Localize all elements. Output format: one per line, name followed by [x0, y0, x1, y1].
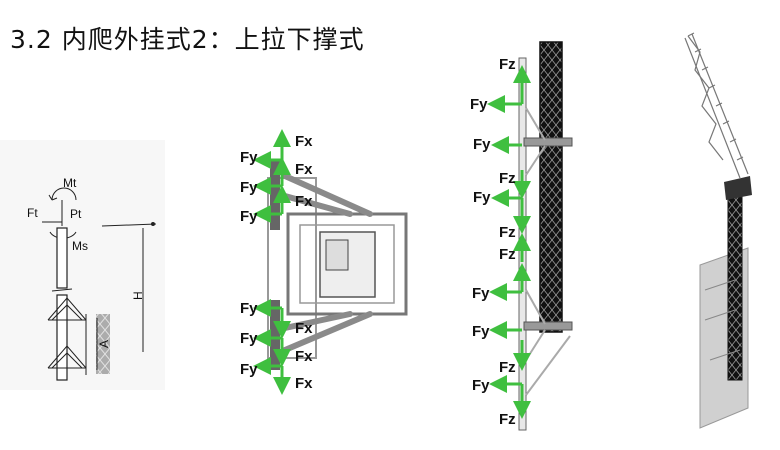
dim-h-top: [101, 223, 157, 227]
upper-anchor-plate: [270, 160, 280, 230]
label-fy-3: Fy: [240, 208, 258, 225]
wall-hatch: [96, 314, 110, 374]
crane-ties: [704, 279, 741, 361]
label-fx-3: Fx: [295, 193, 313, 210]
label-fx-1: Fx: [295, 133, 313, 150]
label-mt: Mt: [63, 176, 77, 190]
dim-h-point: [151, 222, 155, 226]
middle-plan: Fx Fy Fx Fy Fx Fy Fy Fx Fy Fx Fy Fx: [240, 129, 408, 395]
label-fy-8: Fy: [473, 136, 491, 153]
tower-core-detail: [325, 239, 349, 271]
label-fz-2: Fz: [499, 170, 516, 187]
elevation-view: Fz Fy Fy Fz Fy Fz Fz Fy Fy Fz Fy Fz: [470, 41, 573, 431]
lower-force-arrows: [253, 299, 291, 395]
schematic-background: [0, 140, 165, 390]
label-fy-10: Fy: [472, 285, 490, 302]
label-fx-6: Fx: [295, 375, 313, 392]
label-fy-11: Fy: [472, 323, 490, 340]
label-fz-6: Fz: [499, 411, 516, 428]
label-fy-9: Fy: [473, 189, 491, 206]
crane-turntable: [724, 176, 752, 200]
label-fx-5: Fx: [295, 348, 313, 365]
upper-braces: [282, 173, 373, 217]
label-fz-4: Fz: [499, 246, 516, 263]
label-a: A: [97, 340, 111, 348]
label-fx-4: Fx: [295, 320, 313, 337]
left-schematic: Mt Ft Pt Ms A H: [0, 140, 165, 390]
label-h: H: [131, 291, 145, 300]
page-title: 3.2 内爬外挂式2：上拉下撑式: [10, 25, 365, 54]
mast-lower: [56, 294, 68, 381]
label-fz-5: Fz: [499, 359, 516, 376]
lower-beam: [523, 321, 573, 331]
label-fy-1: Fy: [240, 149, 258, 166]
tower-mast: [539, 41, 563, 333]
label-pt: Pt: [70, 207, 82, 221]
mast-upper: [56, 227, 68, 289]
label-fx-2: Fx: [295, 161, 313, 178]
label-fy-7: Fy: [470, 96, 488, 113]
break-line: [51, 288, 73, 292]
label-fz-3: Fz: [499, 224, 516, 241]
label-fy-12: Fy: [472, 377, 490, 394]
lower-anchor-plate: [270, 300, 280, 370]
label-fz-1: Fz: [499, 56, 516, 73]
label-fy-6: Fy: [240, 361, 258, 378]
upper-force-arrows: [253, 129, 291, 223]
tower-inner: [299, 224, 395, 304]
label-fy-5: Fy: [240, 330, 258, 347]
moment-arc: [51, 187, 77, 201]
upper-beam: [523, 137, 573, 147]
label-ms: Ms: [72, 239, 88, 253]
crane-jib: [684, 32, 749, 179]
collar-frames: [47, 297, 87, 375]
moment-arrowhead: [48, 194, 58, 201]
elevation-force-arrows: [487, 65, 531, 419]
crane-3d: [684, 32, 752, 429]
label-fy-2: Fy: [240, 179, 258, 196]
label-ft: Ft: [27, 206, 38, 220]
lower-braces: [282, 311, 373, 353]
label-fy-4: Fy: [240, 300, 258, 317]
